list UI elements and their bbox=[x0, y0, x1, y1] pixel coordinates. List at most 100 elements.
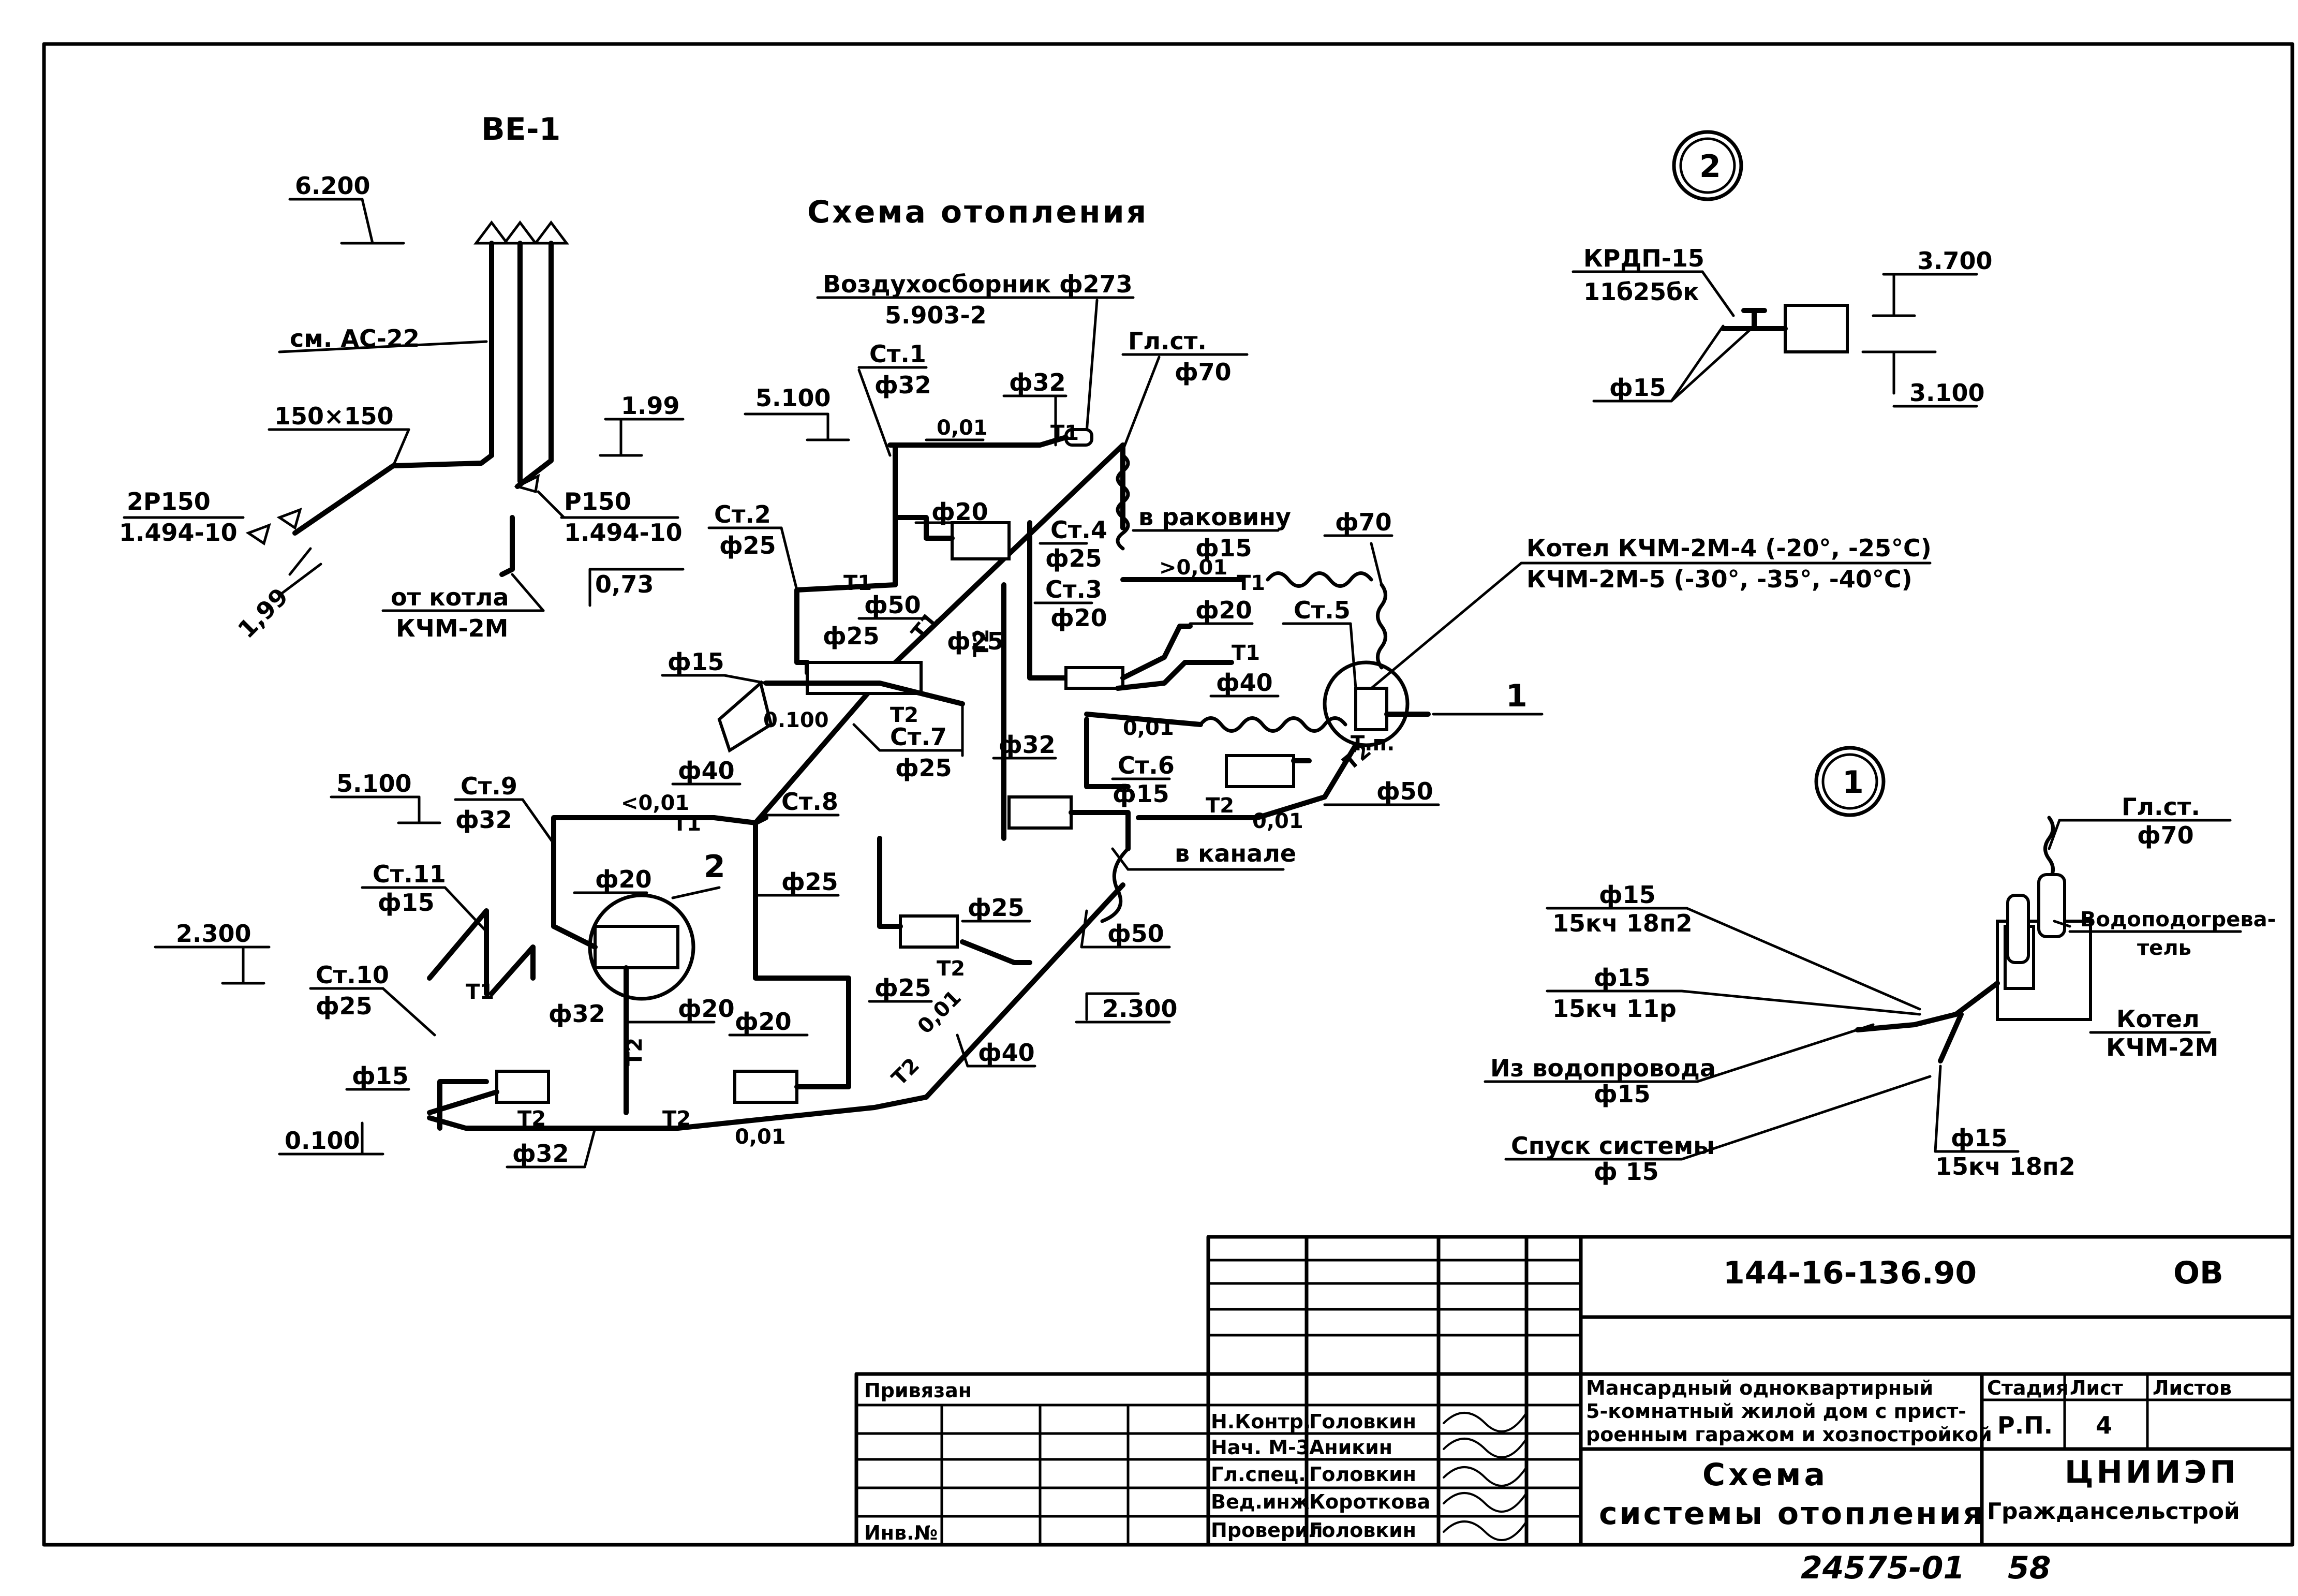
detail1-gl-st: Гл.ст. bbox=[2122, 793, 2200, 821]
d20b: ф20 bbox=[1050, 604, 1107, 632]
grille1-code: 1.494-10 bbox=[119, 519, 238, 546]
role-1: Нач. М-3 bbox=[1211, 1436, 1310, 1459]
d25b: ф25 bbox=[1045, 544, 1102, 572]
boiler-callout-1 bbox=[1323, 660, 1410, 747]
grille2-code: 1.494-10 bbox=[564, 519, 683, 546]
detail1-d15d: ф 15 bbox=[1594, 1158, 1659, 1186]
d25e: ф25 bbox=[895, 754, 952, 782]
project-line1: Мансардный одноквартирный bbox=[1586, 1377, 1933, 1399]
detail2-number: 2 bbox=[1699, 149, 1721, 185]
d50a: ф50 bbox=[864, 591, 921, 619]
detail2-valve-code: 11б25бк bbox=[1583, 278, 1699, 306]
drawing-title-1: Схема bbox=[1702, 1457, 1828, 1493]
in-channel: в канале bbox=[1175, 839, 1296, 867]
elev-5100b: 5.100 bbox=[336, 770, 412, 797]
d20e: ф20 bbox=[678, 995, 735, 1023]
name-0: Головкин bbox=[1309, 1410, 1416, 1433]
d50b: ф50 bbox=[1376, 777, 1433, 805]
grille1: 2Р150 bbox=[127, 487, 211, 515]
detail1-boiler-label: Котел bbox=[2116, 1005, 2200, 1033]
detail2-d15: ф15 bbox=[1609, 374, 1666, 402]
d40c: ф40 bbox=[978, 1039, 1035, 1067]
drawing-code: 144-16-136.90 bbox=[1723, 1255, 1977, 1291]
sheet-header: Лист bbox=[2070, 1377, 2123, 1399]
t1a: Т1 bbox=[1050, 421, 1079, 445]
detail1-valve-c: 15кч 18п2 bbox=[1935, 1152, 2075, 1180]
slope001d: 0,01 bbox=[1252, 809, 1303, 833]
st7: Ст.7 bbox=[890, 723, 947, 751]
from-boiler: от котла bbox=[391, 583, 509, 611]
drawing-title-2: системы отопления bbox=[1599, 1496, 1985, 1532]
st9: Ст.9 bbox=[461, 772, 517, 800]
d20c: ф20 bbox=[1195, 596, 1252, 624]
d32b: ф32 bbox=[1009, 368, 1066, 396]
d32f: ф32 bbox=[512, 1140, 569, 1168]
detail1-valve-b: 15кч 11р bbox=[1552, 995, 1677, 1023]
t2h: Т2 bbox=[662, 1107, 691, 1131]
d15e: ф15 bbox=[352, 1062, 409, 1090]
d20a: ф20 bbox=[931, 498, 988, 526]
vent-be1: ВЕ-1 Схема отопления 6.200 см. АС-22 150… bbox=[119, 111, 1148, 644]
d40a: ф40 bbox=[1216, 669, 1273, 697]
bottom-page: 58 bbox=[2008, 1550, 2051, 1586]
inv-label: Инв.№ bbox=[864, 1521, 938, 1544]
duct-size: 150×150 bbox=[274, 402, 394, 430]
name-2: Головкин bbox=[1309, 1463, 1416, 1486]
t1c: Т1 bbox=[843, 571, 872, 595]
d25h: ф25 bbox=[968, 894, 1025, 922]
st8: Ст.8 bbox=[781, 788, 838, 816]
d15c: ф15 bbox=[1113, 780, 1169, 808]
elev-199: 1.99 bbox=[621, 392, 680, 420]
detail1-boiler-model: КЧМ-2М bbox=[2106, 1033, 2218, 1061]
boiler-variant-1: Котел КЧМ-2М-4 (-20°, -25°С) bbox=[1526, 534, 1932, 562]
st2: Ст.2 bbox=[714, 500, 771, 528]
d32e: ф32 bbox=[548, 1000, 605, 1028]
elev-5100a: 5.100 bbox=[755, 384, 831, 412]
role-0: Н.Контр. bbox=[1211, 1410, 1311, 1433]
slope001e: <0,01 bbox=[621, 791, 689, 815]
detail1-heater-label: Водоподогрева- bbox=[2080, 908, 2276, 932]
air-collector: Воздухосборник ф273 bbox=[823, 270, 1133, 298]
boiler-2 bbox=[594, 925, 679, 969]
gl-st: Гл.ст. bbox=[1128, 327, 1207, 355]
grille2: Р150 bbox=[564, 487, 631, 515]
stage-header: Стадия bbox=[1987, 1377, 2068, 1399]
d32a: ф32 bbox=[874, 371, 931, 399]
d32c: ф32 bbox=[999, 731, 1056, 759]
org-line2: Граждансельстрой bbox=[1987, 1498, 2240, 1525]
d25i: ф25 bbox=[874, 974, 931, 1002]
detail1-d15b: ф15 bbox=[1594, 964, 1651, 992]
detail1-number: 1 bbox=[1842, 764, 1864, 801]
sheet-value: 4 bbox=[2096, 1411, 2112, 1439]
t2e: Т2 bbox=[937, 957, 965, 981]
d40b: ф40 bbox=[678, 757, 735, 785]
detail2-elev-bot: 3.100 bbox=[1909, 379, 1985, 407]
detail2-elev-top: 3.700 bbox=[1917, 247, 1993, 275]
elev-0100a: 0.100 bbox=[763, 708, 829, 732]
detail-2: 2 КРДП-15 11б25бк 3.700 3.100 ф15 bbox=[1571, 130, 1993, 408]
d25a: ф25 bbox=[719, 531, 776, 559]
scheme-title: Схема отопления bbox=[807, 194, 1148, 230]
st1: Ст.1 bbox=[869, 340, 926, 368]
elev-073: 0,73 bbox=[595, 570, 654, 598]
slope001b: >0,01 bbox=[1159, 556, 1227, 580]
t1b: Т1 bbox=[1237, 571, 1265, 595]
d20d: ф20 bbox=[595, 865, 652, 893]
detail1-valve-a: 15кч 18п2 bbox=[1552, 909, 1693, 937]
t1e: Т1 bbox=[673, 812, 701, 836]
d25c: ф25 bbox=[823, 622, 880, 650]
radiator bbox=[951, 521, 1011, 560]
t2c: Т2 bbox=[1206, 794, 1234, 818]
d50c: ф50 bbox=[1107, 920, 1164, 948]
st3: Ст.3 bbox=[1045, 575, 1102, 603]
project-line3: роенным гаражом и хозпостройкой bbox=[1586, 1423, 1992, 1446]
signatures bbox=[1443, 1412, 1528, 1541]
st10: Ст.10 bbox=[316, 961, 389, 989]
name-1: Аникин bbox=[1309, 1436, 1392, 1459]
detail-1: 1 Гл.ст. ф70 Водоподогрева- тель Котел К… bbox=[1484, 746, 2276, 1186]
d25g: ф25 bbox=[316, 992, 373, 1020]
vent-title: ВЕ-1 bbox=[481, 111, 560, 147]
elev-6200: 6.200 bbox=[295, 172, 370, 200]
flexible-hose bbox=[1116, 453, 1130, 551]
